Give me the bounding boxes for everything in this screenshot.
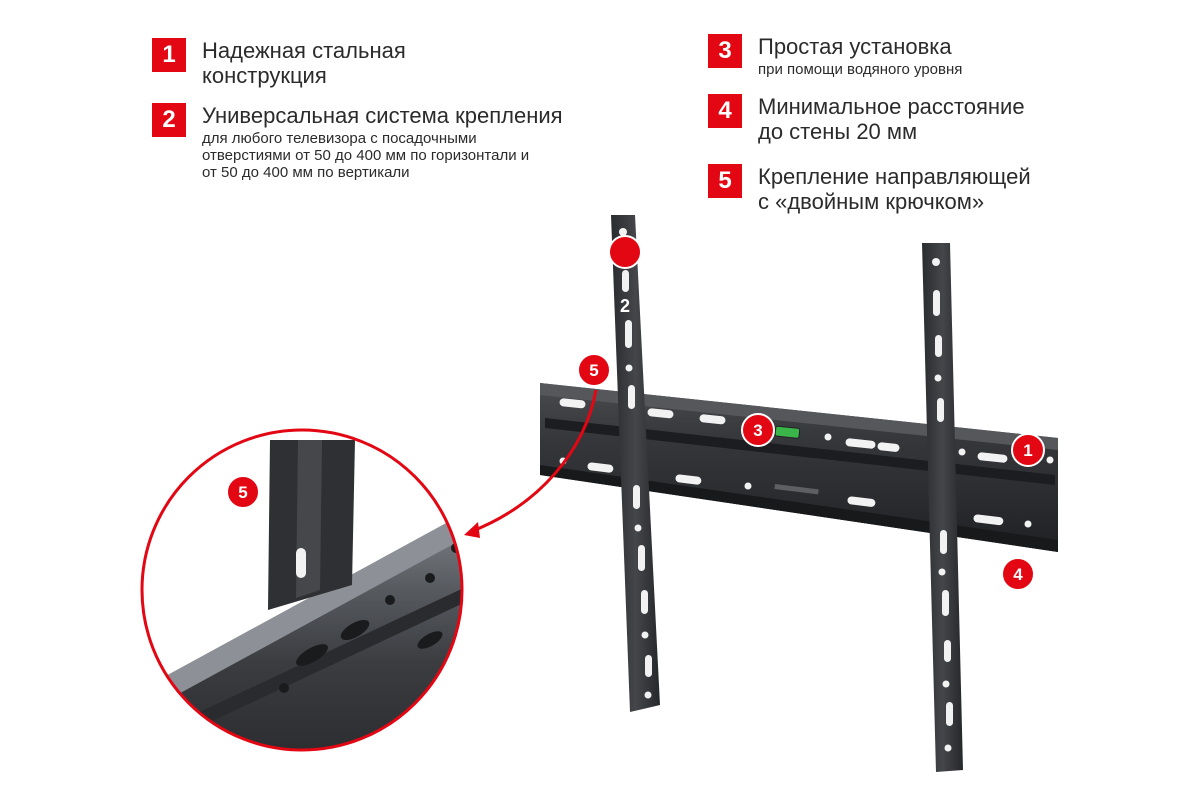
feature-3-number: 3 bbox=[708, 34, 742, 68]
feature-1-number: 1 bbox=[152, 38, 186, 72]
feature-4-title: Минимальное расстояние до стены 20 мм bbox=[758, 94, 1025, 144]
marker-2-label: 2 bbox=[620, 296, 630, 316]
feature-5-number: 5 bbox=[708, 164, 742, 198]
feature-4: 4 Минимальное расстояние до стены 20 мм bbox=[708, 94, 1025, 144]
feature-2-title: Универсальная система крепления bbox=[202, 103, 563, 128]
marker-1: 1 bbox=[1011, 433, 1045, 467]
marker-5-zoom-label: 5 bbox=[238, 483, 247, 502]
feature-2: 2 Универсальная система крепления для лю… bbox=[152, 103, 563, 181]
marker-4-label: 4 bbox=[1013, 565, 1023, 584]
feature-1-title: Надежная стальная конструкция bbox=[202, 38, 406, 88]
feature-5: 5 Крепление направляющей с «двойным крюч… bbox=[708, 164, 1031, 214]
marker-3-label: 3 bbox=[753, 421, 762, 440]
marker-2: 2 bbox=[608, 235, 642, 316]
marker-5-label: 5 bbox=[589, 361, 598, 380]
zoom-detail bbox=[140, 428, 464, 752]
water-level bbox=[774, 425, 801, 439]
feature-5-title: Крепление направляющей с «двойным крючко… bbox=[758, 164, 1031, 214]
wall-rail bbox=[540, 383, 1058, 552]
feature-3-description: при помощи водяного уровня bbox=[758, 61, 963, 78]
marker-5: 5 bbox=[577, 353, 611, 387]
feature-3: 3 Простая установка при помощи водяного … bbox=[708, 34, 962, 78]
feature-2-description: для любого телевизора с посадочными отве… bbox=[202, 130, 530, 181]
marker-3: 3 bbox=[741, 413, 775, 447]
marker-1-label: 1 bbox=[1023, 441, 1032, 460]
zoom-arrow bbox=[464, 389, 598, 538]
right-vertical-arm bbox=[922, 243, 963, 772]
feature-2-number: 2 bbox=[152, 103, 186, 137]
marker-4: 4 bbox=[1001, 557, 1035, 591]
marker-5-zoom: 5 bbox=[226, 475, 260, 509]
feature-4-number: 4 bbox=[708, 94, 742, 128]
feature-3-title: Простая установка bbox=[758, 34, 952, 59]
left-vertical-arm bbox=[611, 215, 660, 712]
feature-1: 1 Надежная стальная конструкция bbox=[152, 38, 406, 88]
